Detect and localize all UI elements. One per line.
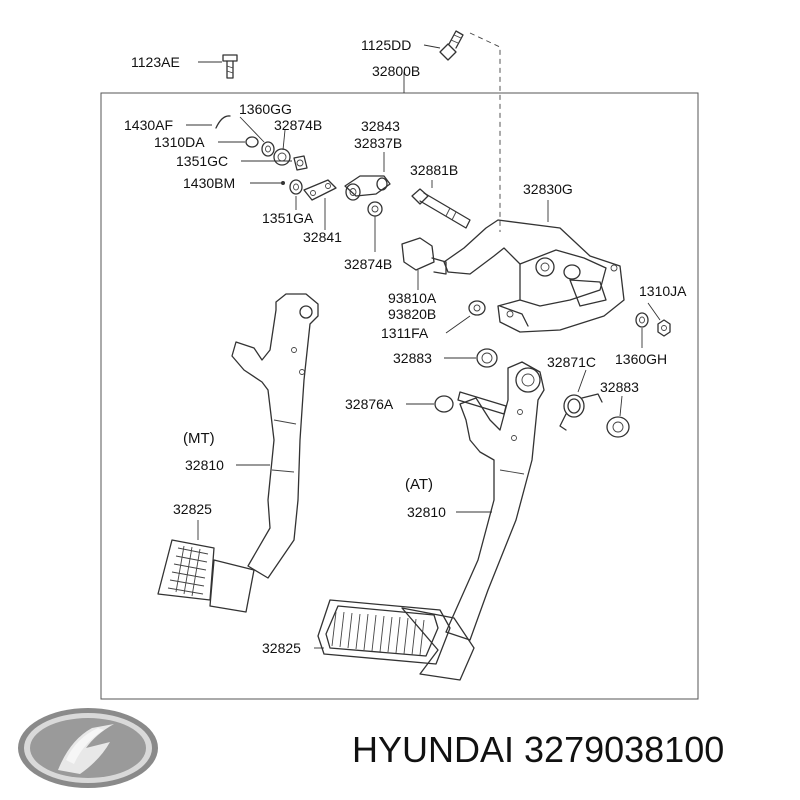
label-32881B: 32881B <box>410 162 458 178</box>
pivot-bolt-32881B-icon <box>411 180 471 229</box>
label-1360GG: 1360GG <box>239 101 292 117</box>
label-32874B-top: 32874B <box>274 117 322 133</box>
label-32830G: 32830G <box>523 181 573 197</box>
label-1310DA: 1310DA <box>154 134 205 150</box>
label-32841: 32841 <box>303 229 342 245</box>
label-32810-mt: 32810 <box>185 457 224 473</box>
label-93820B: 93820B <box>388 306 436 322</box>
diagram-frame <box>100 92 699 700</box>
label-32837B: 32837B <box>354 135 402 151</box>
washer-1310DA-icon <box>218 136 259 148</box>
nut-1360GG-icon <box>239 116 275 157</box>
label-mt: (MT) <box>183 430 215 447</box>
pedal-bracket-32830G-icon <box>443 200 625 333</box>
label-1310JA: 1310JA <box>639 283 687 299</box>
bushing-32874B-top-icon <box>273 129 291 166</box>
label-32883-left: 32883 <box>393 350 432 366</box>
label-32825-at: 32825 <box>262 640 301 656</box>
label-93810A: 93810A <box>388 290 437 306</box>
label-32825-mt: 32825 <box>173 501 212 517</box>
washer-1351GA-icon <box>289 179 303 210</box>
label-32843: 32843 <box>361 118 400 134</box>
label-32876A: 32876A <box>345 396 394 412</box>
mt-pedal-pad-icon <box>157 520 255 613</box>
bushing-32874B-bottom-icon <box>367 201 383 252</box>
mt-pedal-arm-icon <box>231 293 319 579</box>
label-1311FA: 1311FA <box>381 325 429 341</box>
spring-32871C-icon <box>559 369 603 431</box>
spacer-1351GC-icon <box>241 155 308 171</box>
label-1125DD: 1125DD <box>361 37 411 53</box>
stop-switch-93810A-icon <box>401 237 447 290</box>
clip-1430AF-icon <box>186 115 231 129</box>
label-at: (AT) <box>405 476 433 493</box>
label-1351GC: 1351GC <box>176 153 228 169</box>
bolt-1125DD-icon <box>423 30 464 61</box>
label-1360GH: 1360GH <box>615 351 667 367</box>
label-32871C: 32871C <box>547 354 596 370</box>
hyundai-logo-icon <box>18 708 158 788</box>
label-32883-right: 32883 <box>600 379 639 395</box>
bushing-32883-left-icon <box>444 348 498 368</box>
label-1123AE: 1123AE <box>131 54 180 70</box>
nut-1360GH-icon <box>635 312 649 348</box>
bushing-32876A-icon <box>406 395 454 413</box>
label-1430BM: 1430BM <box>183 175 235 191</box>
at-pedal-arm-icon <box>445 361 545 641</box>
link-plate-32841-icon <box>303 179 337 230</box>
brand-part-number: HYUNDAI 3279038100 <box>352 729 724 770</box>
nut-1311FA-icon <box>445 300 486 334</box>
at-pedal-pad-icon <box>314 599 475 681</box>
label-32874B-bottom: 32874B <box>344 256 392 272</box>
label-32810-at: 32810 <box>407 504 446 520</box>
label-32800B: 32800B <box>372 63 420 79</box>
bushing-32883-right-icon <box>606 395 630 438</box>
nut-1310JA-icon <box>647 302 671 337</box>
pin-1430BM-icon <box>250 181 285 185</box>
clevis-32843-icon <box>344 152 391 201</box>
bolt-1123AE-icon <box>198 54 238 79</box>
label-1430AF: 1430AF <box>124 117 173 133</box>
dashed-guide <box>469 32 501 232</box>
label-1351GA: 1351GA <box>262 210 314 226</box>
